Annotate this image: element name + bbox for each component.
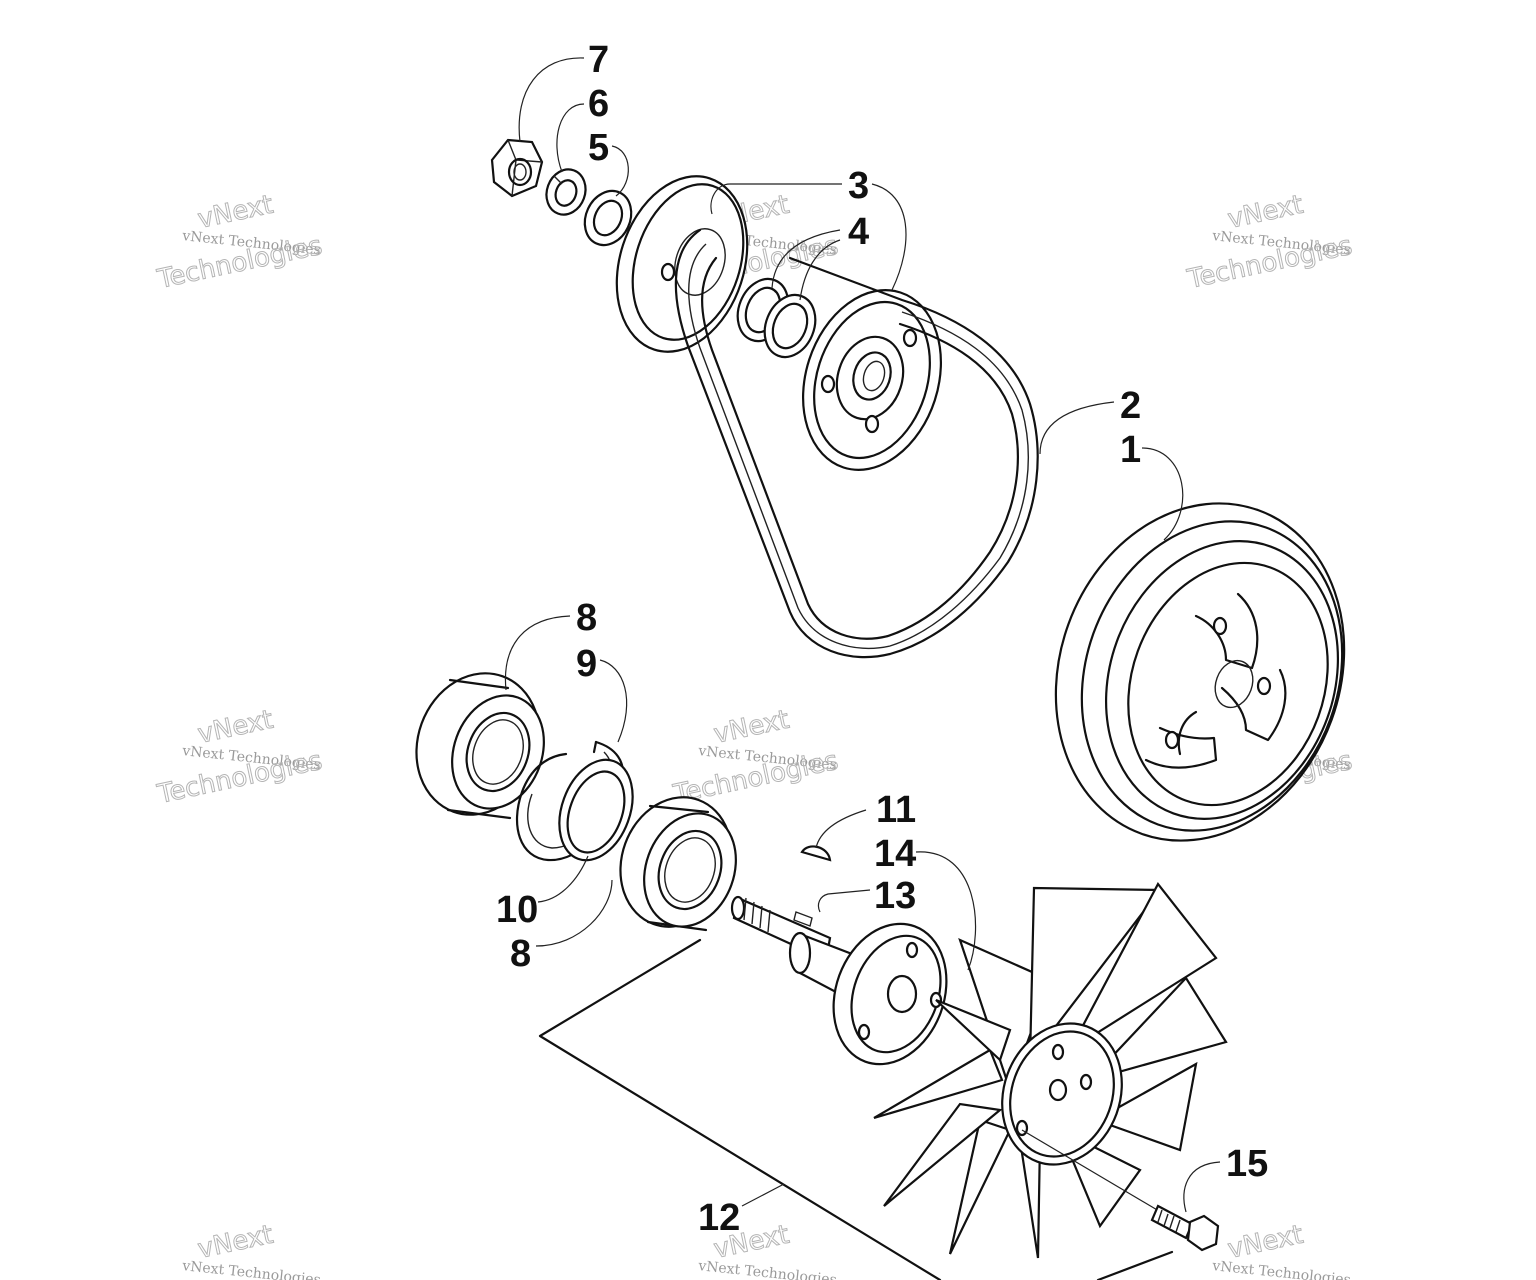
- callout-labels: 7 6 5 3 4 2 1 8 9 11 14 13 10 8 15 12: [496, 39, 1268, 1239]
- callout-15: 15: [1226, 1143, 1268, 1185]
- leader-lines: [504, 57, 1221, 1213]
- callout-1: 1: [1120, 429, 1141, 471]
- watermark-line-a: vNext: [1225, 1220, 1306, 1265]
- part-10-spacer-ring: [558, 758, 634, 862]
- callout-2: 2: [1120, 385, 1141, 427]
- part-1-fan-pulley: [1054, 502, 1346, 842]
- callout-9: 9: [576, 643, 597, 685]
- part-4-spacers: [736, 277, 817, 359]
- part-13-shaft: [730, 895, 880, 1012]
- part-2-drive-belt: [674, 228, 1039, 659]
- part-7-hex-nut: [490, 138, 544, 198]
- callout-5: 5: [588, 127, 609, 169]
- watermark-line-a: vNext: [195, 1220, 276, 1265]
- part-8-bearing-lower: [619, 796, 737, 932]
- callout-11: 11: [876, 789, 916, 831]
- watermark-line-b: vNext Technologies: [1211, 1258, 1352, 1280]
- callout-6: 6: [588, 83, 609, 125]
- assembly-bracket-12: [538, 938, 1174, 1280]
- callout-13: 13: [874, 875, 916, 917]
- part-3-upper-pulley: [615, 175, 943, 471]
- watermark: vNext vNext Technologies Technologies: [154, 189, 326, 295]
- part-11-key: [800, 845, 832, 862]
- part-6-lock-washer: [545, 168, 587, 216]
- callout-10: 10: [496, 889, 538, 931]
- part-8-bearing-upper: [415, 672, 545, 820]
- watermark: vNext vNext Technologies Technologies: [1184, 189, 1356, 295]
- watermark-line-a: vNext: [1225, 190, 1306, 235]
- watermark: vNext vNext Technologies Technologies: [154, 704, 326, 810]
- watermark: vNext vNext Technologies: [1211, 1219, 1352, 1280]
- watermark-line-b: vNext Technologies: [181, 1258, 322, 1280]
- callout-14: 14: [874, 833, 916, 875]
- callout-7: 7: [588, 39, 609, 81]
- part-12-fan: [873, 881, 1228, 1259]
- watermark: vNext vNext Technologies: [181, 1219, 322, 1280]
- watermark-line-b: vNext Technologies: [697, 1258, 838, 1280]
- callout-4: 4: [848, 211, 869, 253]
- watermark: vNext vNext Technologies Technologies: [670, 704, 842, 810]
- watermark-line-a: vNext: [195, 705, 276, 750]
- callout-3: 3: [848, 165, 869, 207]
- watermark-line-a: vNext: [195, 190, 276, 235]
- callout-12: 12: [698, 1197, 740, 1239]
- callout-8-lower: 8: [510, 933, 531, 975]
- part-14-hub-flange: [832, 922, 948, 1066]
- watermark-line-a: vNext: [711, 705, 792, 750]
- callout-8-upper: 8: [576, 597, 597, 639]
- part-15-bolt: [1021, 1129, 1220, 1252]
